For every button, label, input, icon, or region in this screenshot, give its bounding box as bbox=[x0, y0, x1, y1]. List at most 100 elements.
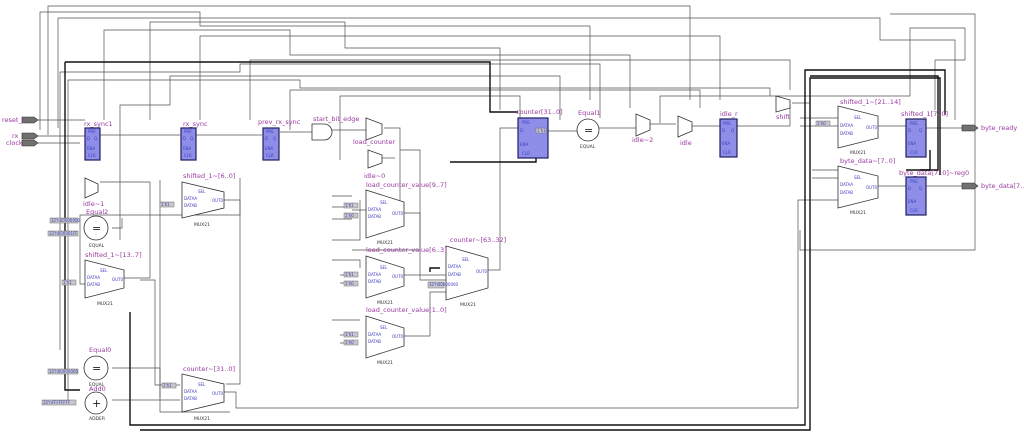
svg-text:D: D bbox=[265, 136, 268, 141]
svg-text:MUX21: MUX21 bbox=[97, 301, 113, 307]
ff-prev-rx-sync: prev_rx_sync PRE D Q ENA CLR bbox=[258, 118, 301, 161]
svg-text:byte_data[7..0]~reg0: byte_data[7..0]~reg0 bbox=[899, 169, 969, 177]
svg-text:Q: Q bbox=[919, 128, 922, 133]
mux-shifted-1-13-7: shifted_1~[13..7] SEL DATAA DATAB OUT0 M… bbox=[84, 251, 142, 307]
svg-text:DATAA: DATAA bbox=[184, 196, 197, 201]
svg-text:OUT0: OUT0 bbox=[212, 391, 224, 396]
svg-text:shifted_1[7..0]: shifted_1[7..0] bbox=[901, 110, 948, 118]
svg-text:1'h1: 1'h1 bbox=[345, 203, 354, 208]
svg-text:CLR: CLR bbox=[910, 208, 918, 213]
svg-text:32'hFFFFFFFF: 32'hFFFFFFFF bbox=[43, 400, 71, 405]
svg-text:SEL: SEL bbox=[854, 115, 862, 120]
svg-text:OUT0: OUT0 bbox=[866, 125, 878, 130]
svg-text:=: = bbox=[92, 222, 101, 235]
svg-text:DATAA: DATAA bbox=[840, 182, 853, 187]
mux-counter-63-32: counter~[63..32] SEL DATAA DATAB OUT0 MU… bbox=[445, 236, 506, 308]
svg-text:Equal0: Equal0 bbox=[89, 346, 111, 354]
svg-text:1'h1: 1'h1 bbox=[345, 332, 354, 337]
svg-text:MUX21: MUX21 bbox=[377, 300, 393, 306]
svg-text:idle~2: idle~2 bbox=[632, 136, 653, 144]
svg-text:load_counter_value[9..7]: load_counter_value[9..7] bbox=[366, 181, 447, 189]
svg-text:Q: Q bbox=[273, 136, 276, 141]
const-mux-9-7-b: 1'h0 bbox=[343, 212, 359, 219]
svg-text:ENA: ENA bbox=[908, 199, 917, 204]
svg-text:DATAB: DATAB bbox=[87, 282, 100, 287]
ff-shifted-1: shifted_1[7..0] PRE D Q ENA CLR bbox=[901, 110, 948, 158]
svg-text:MUX21: MUX21 bbox=[194, 222, 210, 228]
svg-text:MUX21: MUX21 bbox=[377, 240, 393, 246]
svg-text:32'h00000000: 32'h00000000 bbox=[429, 282, 459, 287]
svg-text:MUX21: MUX21 bbox=[460, 302, 476, 308]
const-mux-1-0-a: 1'h1 bbox=[343, 331, 359, 338]
svg-text:1'h0: 1'h0 bbox=[817, 121, 826, 126]
svg-text:1'h1: 1'h1 bbox=[163, 383, 172, 388]
gate-load-counter: load_counter bbox=[353, 117, 395, 146]
gate-shift: shift bbox=[775, 95, 790, 121]
svg-text:shift: shift bbox=[776, 113, 790, 121]
mux-byte-data-7-0: byte_data~[7..0] SEL DATAA DATAB OUT0 MU… bbox=[837, 157, 895, 216]
svg-text:PRE: PRE bbox=[910, 179, 918, 184]
svg-text:D: D bbox=[183, 136, 186, 141]
svg-text:reset_n: reset_n bbox=[2, 116, 26, 124]
svg-text:SEL: SEL bbox=[100, 268, 108, 273]
ff-rx-sync: rx_sync PRE D Q ENA CLR bbox=[180, 120, 208, 161]
svg-text:load_counter_value[6..3]: load_counter_value[6..3] bbox=[366, 246, 447, 254]
svg-text:32'h00000000: 32'h00000000 bbox=[49, 369, 79, 374]
svg-text:PRE: PRE bbox=[88, 129, 96, 134]
input-port-reset: reset_n bbox=[2, 116, 39, 124]
svg-text:Q: Q bbox=[919, 186, 922, 191]
svg-text:DATAA: DATAA bbox=[368, 207, 381, 212]
svg-text:PRE: PRE bbox=[522, 120, 530, 125]
const-counter-31-0: 1'h1 bbox=[161, 382, 177, 389]
svg-text:shifted_1~[21..14]: shifted_1~[21..14] bbox=[840, 98, 901, 106]
svg-text:SEL: SEL bbox=[462, 257, 470, 262]
svg-text:=: = bbox=[584, 124, 593, 137]
svg-text:OUT0: OUT0 bbox=[112, 277, 124, 282]
svg-text:Q: Q bbox=[94, 136, 97, 141]
mux-load-counter-value-9-7: load_counter_value[9..7] SEL DATAA DATAB… bbox=[365, 181, 447, 246]
mux-shifted-1-21-14: shifted_1~[21..14] SEL DATAA DATAB OUT0 … bbox=[837, 98, 901, 156]
svg-text:MUX21: MUX21 bbox=[377, 360, 393, 366]
svg-text:EQUAL: EQUAL bbox=[89, 382, 105, 388]
svg-text:PRE: PRE bbox=[266, 129, 274, 134]
svg-text:DATAA: DATAA bbox=[184, 389, 197, 394]
svg-text:D: D bbox=[908, 128, 911, 133]
const-mux-1-0-b: 1'h0 bbox=[343, 339, 359, 346]
const-equal0-zero: 32'h00000000 bbox=[47, 368, 79, 375]
const-counter-ff: 1'h1 bbox=[535, 127, 547, 134]
mux-shifted-1-6-0: shifted_1~[6..0] SEL DATAA DATAB OUT0 MU… bbox=[181, 172, 235, 228]
const-mux-6-3-a: 1'h1 bbox=[343, 271, 359, 278]
gate-idle-1: idle~1 bbox=[83, 177, 104, 208]
svg-text:CLR: CLR bbox=[723, 150, 731, 155]
svg-text:OUT0: OUT0 bbox=[212, 198, 224, 203]
svg-text:ENA: ENA bbox=[520, 142, 529, 147]
svg-text:counter[31..0]: counter[31..0] bbox=[516, 108, 563, 116]
svg-text:D: D bbox=[520, 128, 523, 133]
adder-add0: Add0 + ADDER bbox=[84, 385, 108, 422]
svg-text:DATAA: DATAA bbox=[87, 275, 100, 280]
svg-text:ENA: ENA bbox=[265, 146, 274, 151]
svg-text:Add0: Add0 bbox=[89, 385, 106, 393]
svg-text:Q: Q bbox=[190, 136, 193, 141]
svg-text:shifted_1~[6..0]: shifted_1~[6..0] bbox=[183, 172, 235, 180]
svg-text:MUX21: MUX21 bbox=[850, 210, 866, 216]
bus-net bbox=[64, 61, 946, 431]
svg-text:DATAB: DATAB bbox=[448, 272, 461, 277]
svg-text:OUT0: OUT0 bbox=[866, 185, 878, 190]
svg-text:D: D bbox=[87, 136, 90, 141]
svg-text:ENA: ENA bbox=[87, 146, 96, 151]
input-port-rx: rx bbox=[12, 132, 39, 140]
svg-text:SEL: SEL bbox=[198, 189, 206, 194]
ff-idle-r: idle_r PRE D Q ENA CLR bbox=[719, 110, 738, 158]
svg-text:DATAB: DATAB bbox=[840, 190, 853, 195]
svg-text:PRE: PRE bbox=[184, 129, 192, 134]
svg-text:ENA: ENA bbox=[908, 141, 917, 146]
ff-rx-sync1: rx_sync1 PRE D Q ENA CLR bbox=[84, 120, 113, 161]
input-port-clock: clock bbox=[6, 139, 39, 147]
comparator-equal1: Equal1 = EQUAL bbox=[576, 109, 600, 150]
ff-counter: counter[31..0] PRE D Q ENA CLR bbox=[516, 108, 563, 159]
svg-text:D: D bbox=[908, 186, 911, 191]
svg-text:EQUAL: EQUAL bbox=[89, 243, 105, 249]
svg-text:+: + bbox=[92, 397, 101, 410]
